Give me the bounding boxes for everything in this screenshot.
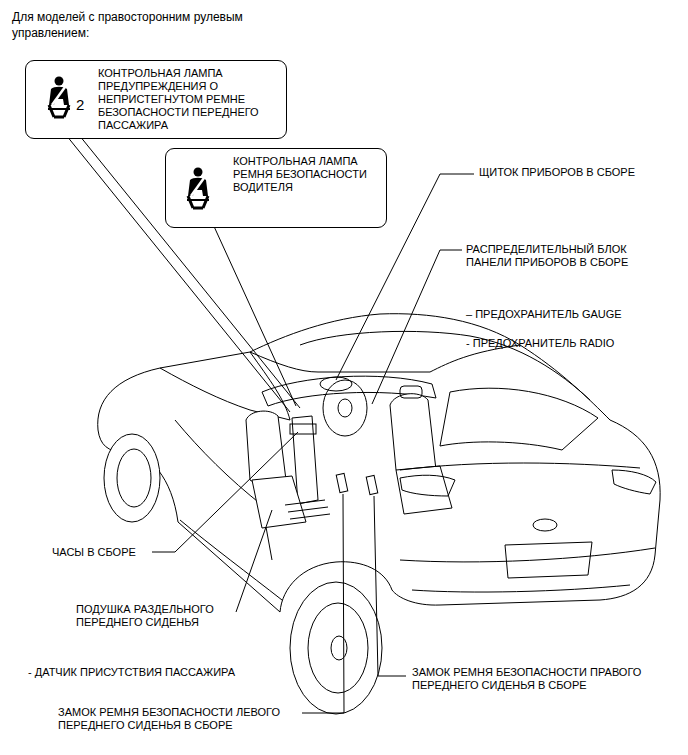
clock-unit bbox=[290, 424, 316, 434]
windshield-frame bbox=[250, 345, 520, 372]
rear-wheel-rim bbox=[308, 603, 368, 693]
seatbelt-icon bbox=[181, 166, 215, 210]
tail-light-right bbox=[612, 470, 656, 494]
right-buckle bbox=[366, 475, 378, 494]
part-label: РАСПРЕДЕЛИТЕЛЬНЫЙ БЛОК ПАНЕЛИ ПРИБОРОВ В… bbox=[466, 243, 646, 269]
leader-line bbox=[374, 496, 406, 676]
leader-line bbox=[302, 494, 344, 713]
body-outline bbox=[98, 314, 660, 612]
part-label: ПОДУШКА РАЗДЕЛЬНОГО ПЕРЕДНЕГО СИДЕНЬЯ bbox=[76, 603, 232, 629]
icon-part bbox=[52, 87, 65, 105]
front-seat-left-cushion bbox=[252, 476, 306, 528]
leader-line bbox=[152, 432, 298, 552]
tail-light-left bbox=[400, 475, 455, 496]
part-label: ЧАСЫ В СБОРЕ bbox=[52, 546, 172, 559]
steering-hub bbox=[338, 399, 352, 417]
part-label: - ПРЕДОХРАНИТЕЛЬ RADIO bbox=[466, 337, 666, 350]
plate-recess bbox=[505, 542, 592, 578]
side-window bbox=[160, 352, 290, 420]
callout-box: КОНТРОЛЬНАЯ ЛАМПА РЕМНЯ БЕЗОПАСНОСТИ ВОД… bbox=[165, 148, 387, 228]
part-label: – ПРЕДОХРАНИТЕЛЬ GAUGE bbox=[466, 308, 666, 321]
leader-line bbox=[372, 250, 462, 404]
left-buckle bbox=[336, 473, 348, 492]
leader-line bbox=[236, 510, 272, 612]
part-label: - ДАТЧИК ПРИСУТСТВИЯ ПАССАЖИРА bbox=[28, 666, 278, 679]
rear-wheel bbox=[290, 582, 382, 714]
icon-part bbox=[191, 178, 204, 196]
icon-number: 2 bbox=[76, 97, 90, 113]
rear-emblem bbox=[533, 519, 557, 531]
lamp-name: КОНТРОЛЬНАЯ ЛАМПА РЕМНЯ БЕЗОПАСНОСТИ ВОД… bbox=[233, 155, 383, 194]
leader-line bbox=[212, 222, 296, 406]
part-label: ЗАМОК РЕМНЯ БЕЗОПАСНОСТИ ЛЕВОГО ПЕРЕДНЕГ… bbox=[58, 706, 308, 732]
part-label: ЗАМОК РЕМНЯ БЕЗОПАСНОСТИ ПРАВОГО ПЕРЕДНЕ… bbox=[412, 666, 674, 692]
front-wheel-rim bbox=[117, 449, 151, 507]
seat-rails bbox=[285, 500, 330, 519]
front-wheel bbox=[104, 434, 160, 522]
car-body bbox=[98, 314, 660, 714]
rear-wheel-hub bbox=[331, 636, 347, 660]
diagram-title: Для моделей с правосторонним рулевым упр… bbox=[12, 9, 280, 41]
part-label: ЩИТОК ПРИБОРОВ В СБОРЕ bbox=[479, 166, 679, 179]
callout-box: 2 КОНТРОЛЬНАЯ ЛАМПА ПРЕДУПРЕЖДЕНИЯ О НЕПР… bbox=[25, 60, 287, 139]
front-seat-right-cushion bbox=[396, 466, 452, 514]
icon-part bbox=[188, 196, 208, 208]
icon-part bbox=[49, 105, 69, 117]
headrest bbox=[400, 386, 422, 398]
icon-part bbox=[48, 108, 70, 110]
seatbelt-icon bbox=[42, 75, 76, 119]
front-seat-right-back bbox=[390, 394, 436, 475]
trunk-lid bbox=[400, 463, 640, 470]
icon-part bbox=[49, 87, 69, 105]
lamp-name: КОНТРОЛЬНАЯ ЛАМПА ПРЕДУПРЕЖДЕНИЯ О НЕПРИ… bbox=[98, 67, 282, 132]
steering-wheel bbox=[323, 380, 367, 436]
rear-window bbox=[440, 388, 598, 450]
front-seat-left-back bbox=[246, 411, 286, 484]
icon-part bbox=[188, 178, 208, 196]
icon-part bbox=[194, 168, 203, 177]
icon-part bbox=[55, 77, 64, 86]
icon-part bbox=[187, 199, 209, 201]
rear-bumper bbox=[400, 548, 655, 592]
leader-lines bbox=[62, 130, 474, 713]
